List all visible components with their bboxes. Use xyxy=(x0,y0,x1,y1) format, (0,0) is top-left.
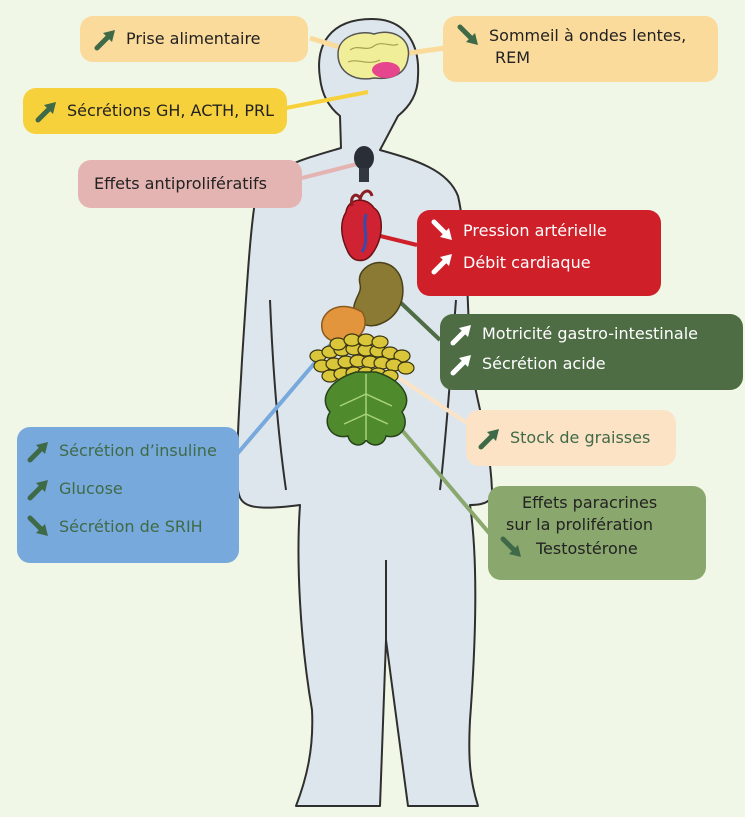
label-secretion-insuline: Sécrétion d’insuline xyxy=(59,441,217,460)
arrow-up-right-icon xyxy=(35,99,59,123)
label-antiproliferatifs: Effets antiprolifératifs xyxy=(94,174,267,193)
label-secretion-srih: Sécrétion de SRIH xyxy=(59,517,203,536)
label-paracrine-line2: sur la prolifération xyxy=(500,515,694,534)
label-testosterone: Testostérone xyxy=(536,539,638,558)
arrow-up-right-icon xyxy=(431,251,455,275)
label-stock-graisses: Stock de graisses xyxy=(510,428,650,447)
label-prise-alimentaire: Prise alimentaire xyxy=(126,29,261,48)
callout-graisses: Stock de graisses xyxy=(466,410,676,466)
label-secretions-gh: Sécrétions GH, ACTH, PRL xyxy=(67,101,274,120)
arrow-up-right-icon xyxy=(450,352,474,376)
arrow-down-right-icon xyxy=(457,24,481,48)
fat-globule xyxy=(358,334,374,346)
label-sommeil-line2: REM xyxy=(457,48,704,67)
label-glucose: Glucose xyxy=(59,479,123,498)
arrow-up-right-icon xyxy=(478,426,502,450)
callout-gastro: Motricité gastro-intestinale Sécrétion a… xyxy=(440,314,743,390)
label-secretion-acide: Sécrétion acide xyxy=(482,354,606,373)
callout-sommeil: Sommeil à ondes lentes, REM xyxy=(443,16,718,82)
callout-paracrine: Effets paracrines sur la prolifération T… xyxy=(488,486,706,580)
hypothalamus-icon xyxy=(372,62,400,78)
arrow-up-right-icon xyxy=(27,477,51,501)
label-debit-cardiaque: Débit cardiaque xyxy=(463,253,591,272)
arrow-up-right-icon xyxy=(450,322,474,346)
arrow-down-right-icon xyxy=(500,536,524,560)
label-pression-arterielle: Pression artérielle xyxy=(463,221,607,240)
callout-pancreas: Sécrétion d’insuline Glucose Sécrétion d… xyxy=(17,427,239,563)
callout-secretions-gh: Sécrétions GH, ACTH, PRL xyxy=(23,88,287,134)
label-sommeil-line1: Sommeil à ondes lentes, xyxy=(489,26,686,45)
callout-cardio: Pression artérielle Débit cardiaque xyxy=(417,210,661,296)
label-motricite: Motricité gastro-intestinale xyxy=(482,324,698,343)
fat-globule xyxy=(372,336,388,348)
arrow-up-right-icon xyxy=(94,27,118,51)
arrow-down-right-icon xyxy=(431,219,455,243)
arrow-down-right-icon xyxy=(27,515,51,539)
label-paracrine-line1: Effets paracrines xyxy=(500,493,694,512)
callout-antiproliferatifs: Effets antiprolifératifs xyxy=(78,160,302,208)
callout-prise-alimentaire: Prise alimentaire xyxy=(80,16,308,62)
arrow-up-right-icon xyxy=(27,439,51,463)
fat-globule xyxy=(398,362,414,374)
